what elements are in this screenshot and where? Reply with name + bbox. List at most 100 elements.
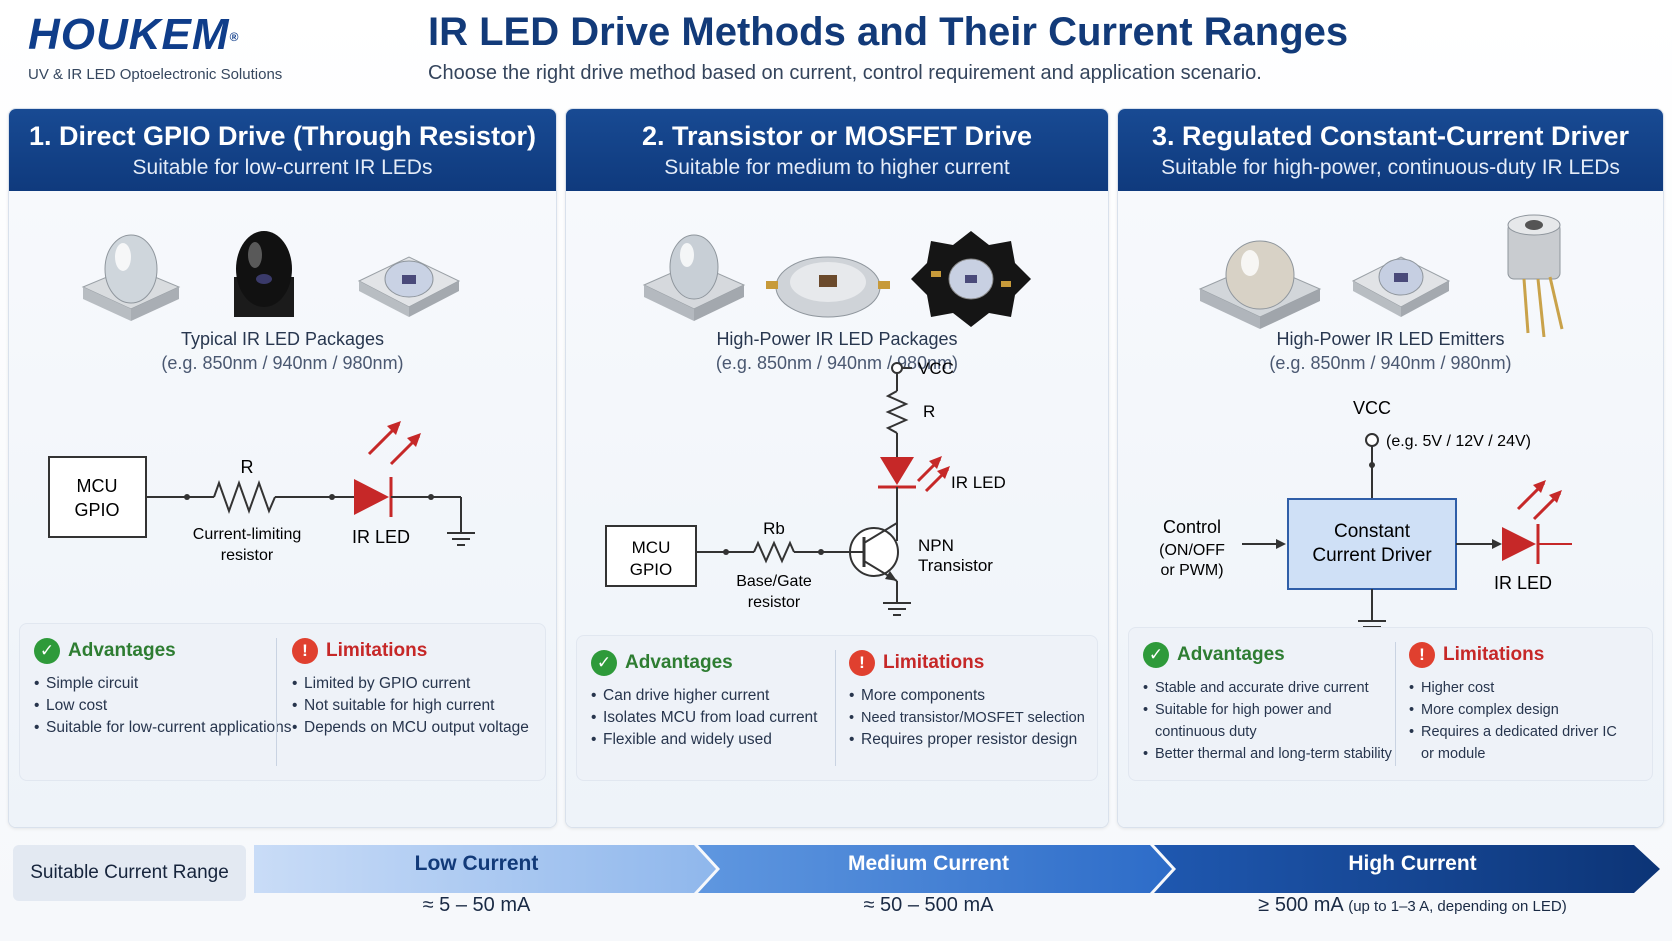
advantages-column: ✓Advantages Simple circuit Low cost Suit… [34, 638, 292, 739]
vcc-terminal [1365, 433, 1379, 447]
warning-icon: ! [849, 650, 875, 676]
ir-led-label: IR LED [1494, 573, 1552, 593]
check-icon: ✓ [1143, 642, 1169, 668]
resistor-label: R [923, 402, 935, 421]
mcu-label: MCU [632, 538, 671, 557]
ir-led-symbol [880, 457, 914, 485]
led-package-icon [1351, 256, 1451, 317]
advantage-item: Flexible and widely used [591, 729, 818, 751]
warning-icon: ! [1409, 642, 1435, 668]
gpio-label: GPIO [74, 500, 119, 520]
panel-direct-gpio: 1. Direct GPIO Drive (Through Resistor) … [8, 108, 557, 828]
limitations-column: !Limitations More components Need transi… [849, 650, 1085, 751]
package-wavelengths: (e.g. 850nm / 940nm / 980nm) [1269, 353, 1512, 373]
panel-transistor-drive: 2. Transistor or MOSFET Drive Suitable f… [565, 108, 1109, 828]
led-package-icon [766, 256, 890, 318]
led-package-icon [357, 256, 461, 317]
current-range-arrow [254, 845, 1660, 893]
limitations-column: !Limitations Limited by GPIO current Not… [292, 638, 529, 739]
check-icon: ✓ [34, 638, 60, 664]
vcc-label: VCC [918, 359, 954, 378]
brand: HOUKEM® UV & IR LED Optoelectronic Solut… [28, 10, 328, 83]
led-packages-image [642, 231, 1031, 327]
resistor-symbol [885, 390, 909, 434]
advantages-column: ✓Advantages Stable and accurate drive cu… [1143, 642, 1392, 765]
medium-current-value: ≈ 50 – 500 mA [863, 894, 994, 916]
rb-resistor-symbol [753, 540, 795, 564]
low-current-label: Low Current [414, 852, 539, 875]
panel-header: 3. Regulated Constant-Current Driver Sui… [1118, 109, 1663, 191]
led-package-icon [81, 234, 181, 321]
page-title: IR LED Drive Methods and Their Current R… [428, 10, 1349, 54]
package-caption: Typical IR LED Packages (e.g. 850nm / 94… [9, 327, 556, 375]
advantages-title: Advantages [625, 652, 733, 673]
limitations-heading: ! Limitations [849, 650, 1085, 676]
limitation-item: Requires a dedicated driver IC [1409, 721, 1617, 743]
low-current-segment [254, 845, 716, 893]
divider [835, 650, 836, 766]
package-wavelengths: (e.g. 850nm / 940nm / 980nm) [161, 353, 404, 373]
laser-can-icon [1507, 214, 1564, 337]
high-current-label: High Current [1348, 852, 1477, 875]
mcu-label: MCU [77, 476, 118, 496]
rb-desc-2: resistor [748, 594, 801, 611]
resistor-desc-2: resistor [221, 547, 274, 564]
gpio-label: GPIO [630, 560, 673, 579]
control-label: Control [1163, 517, 1221, 537]
ir-led-label: IR LED [951, 473, 1006, 492]
high-current-segment [1154, 845, 1660, 893]
led-package-icon [234, 231, 294, 317]
panel-constant-current: 3. Regulated Constant-Current Driver Sui… [1117, 108, 1664, 828]
advantages-column: ✓ Advantages Can drive higher current Iso… [591, 650, 818, 751]
advantage-item: Can drive higher current [591, 685, 818, 707]
rb-label: Rb [763, 519, 785, 538]
high-current-value: ≥ 500 mA (up to 1–3 A, depending on LED) [1165, 894, 1660, 917]
package-caption-title: Typical IR LED Packages [180, 329, 385, 349]
led-packages-image [1198, 214, 1564, 337]
ir-led-label: IR LED [352, 527, 410, 547]
limitation-item: Depends on MCU output voltage [292, 717, 529, 739]
limitations-title: Limitations [326, 640, 428, 661]
brand-logo: HOUKEM® [28, 10, 240, 59]
constant-current-diagram: VCC (e.g. 5V / 12V / 24V) Control (ON/OF… [1159, 398, 1572, 634]
transistor-label: Transistor [918, 556, 993, 575]
limitation-item: Higher cost [1409, 677, 1617, 699]
limitations-title: Limitations [1443, 644, 1545, 665]
medium-current-label: Medium Current [847, 852, 1009, 875]
limitation-item: Requires proper resistor design [849, 729, 1085, 751]
limitations-title: Limitations [883, 652, 985, 673]
driver-label: Constant [1334, 521, 1411, 542]
medium-current-segment [698, 845, 1172, 893]
panel-header: 1. Direct GPIO Drive (Through Resistor) … [9, 109, 556, 191]
limitation-item: Limited by GPIO current [292, 673, 529, 695]
pros-cons-box: ✓Advantages Simple circuit Low cost Suit… [19, 623, 546, 781]
brand-tagline: UV & IR LED Optoelectronic Solutions [28, 66, 283, 83]
vcc-terminal [891, 362, 903, 374]
panel-title: 3. Regulated Constant-Current Driver [1151, 121, 1630, 151]
limitation-item: Need transistor/MOSFET selection [849, 707, 1085, 729]
transistor-circuit-diagram: VCC R IR LED MCU GPIO Rb Base/Gate resis… [605, 359, 1006, 616]
advantages-heading: ✓ Advantages [1143, 642, 1392, 668]
low-current-value: ≈ 5 – 50 mA [422, 894, 531, 916]
advantage-item: Isolates MCU from load current [591, 707, 818, 729]
advantage-item: Suitable for low-current applications [34, 717, 292, 739]
limitations-heading: ! Limitations [1409, 642, 1617, 668]
led-package-icon [642, 234, 746, 321]
resistor-label: R [241, 457, 254, 477]
led-package-icon [911, 231, 1031, 327]
driver-label-2: Current Driver [1312, 545, 1432, 566]
mcu-box [605, 525, 697, 587]
mcu-box [48, 456, 147, 538]
advantages-heading: ✓Advantages [34, 638, 292, 664]
rb-desc: Base/Gate [736, 573, 812, 590]
driver-box [1287, 498, 1457, 590]
advantages-title: Advantages [1177, 644, 1285, 665]
package-caption-title: High-Power IR LED Emitters [1276, 329, 1505, 349]
limitation-item-continued: or module [1421, 746, 1486, 762]
check-icon: ✓ [591, 650, 617, 676]
panel-subtitle: Suitable for low-current IR LEDs [132, 156, 433, 179]
vcc-example: (e.g. 5V / 12V / 24V) [1386, 433, 1531, 450]
resistor-symbol [213, 480, 276, 514]
vcc-label: VCC [1353, 398, 1391, 418]
ir-led-symbol [354, 479, 389, 515]
